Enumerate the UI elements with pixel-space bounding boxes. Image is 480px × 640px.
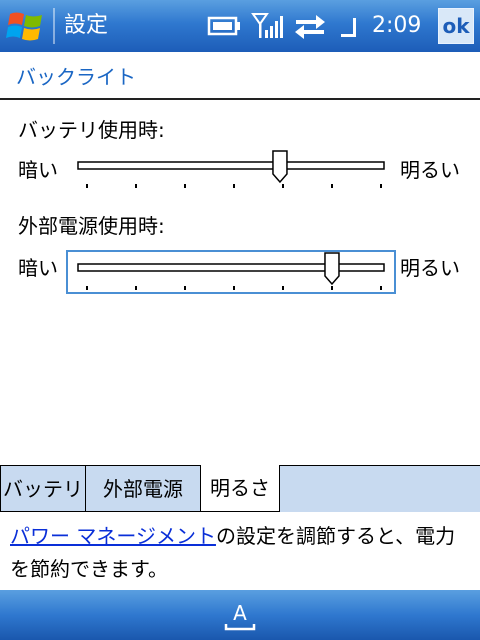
title-separator [53, 8, 55, 44]
signal-icon[interactable] [251, 8, 285, 44]
clock[interactable]: 2:09 [372, 13, 422, 38]
slider-tick [331, 184, 333, 188]
tab-battery[interactable]: バッテリ [0, 465, 86, 512]
slider-track [77, 161, 385, 170]
slider-tick [282, 286, 284, 290]
slider-tick [86, 184, 88, 188]
external-power-brightness-slider[interactable] [66, 250, 396, 294]
slider-tick [184, 184, 186, 188]
tab-external-power[interactable]: 外部電源 [85, 465, 201, 512]
slider-tick [233, 184, 235, 188]
slider-tick [380, 184, 382, 188]
slider-track [77, 263, 385, 272]
slider-tick [233, 286, 235, 290]
info-text: パワー マネージメントの設定を調節すると、電力を節約できます。 [10, 520, 472, 586]
battery-section-label: バッテリ使用時: [18, 118, 165, 142]
power-management-link[interactable]: パワー マネージメント [10, 524, 216, 548]
volume-icon[interactable] [337, 8, 365, 44]
tab-bar: バッテリ 外部電源 明るさ [0, 465, 480, 512]
external-power-section-label: 外部電源使用時: [18, 214, 165, 238]
slider-thumb[interactable] [324, 252, 340, 286]
sync-icon[interactable] [292, 8, 328, 44]
tab-brightness[interactable]: 明るさ [200, 465, 280, 512]
slider-thumb[interactable] [272, 150, 288, 184]
bottom-menu-bar: A [0, 590, 480, 640]
slider-tick [86, 286, 88, 290]
header-divider [0, 98, 480, 100]
title-bar: 設定 2:09 ok [0, 0, 480, 52]
external-min-label: 暗い [18, 256, 58, 280]
battery-icon[interactable] [206, 8, 242, 44]
info-body: の設定を調節すると、電力を節約できます。 [10, 524, 456, 581]
slider-tick [380, 286, 382, 290]
svg-text:A: A [233, 601, 247, 625]
window-title: 設定 [64, 13, 109, 38]
slider-tick [135, 184, 137, 188]
battery-min-label: 暗い [18, 158, 58, 182]
slider-graphic [77, 252, 385, 290]
page-title: バックライト [16, 65, 136, 89]
ok-button[interactable]: ok [438, 8, 474, 44]
slider-graphic [77, 150, 385, 188]
battery-brightness-slider[interactable] [66, 148, 396, 192]
external-max-label: 明るい [400, 256, 460, 280]
slider-tick [184, 286, 186, 290]
windows-start-icon[interactable] [6, 8, 46, 44]
slider-tick [282, 184, 284, 188]
slider-tick [135, 286, 137, 290]
slider-tick [331, 286, 333, 290]
battery-max-label: 明るい [400, 158, 460, 182]
keyboard-input-icon[interactable]: A [222, 598, 258, 634]
